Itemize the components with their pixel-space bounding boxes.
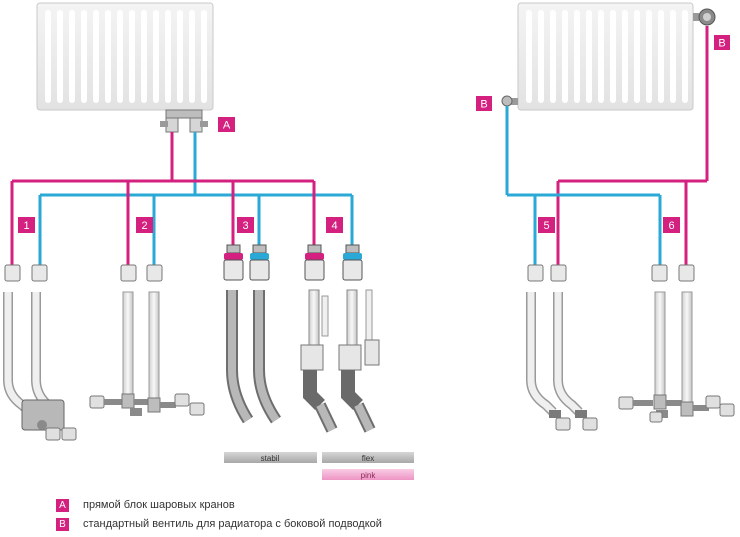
option-label-5-text: 5 [543, 220, 549, 232]
right-pipe-network [505, 26, 709, 265]
left-pipe-network [10, 132, 354, 265]
legend-key-b: B [56, 517, 69, 531]
fitting-set-5 [526, 264, 598, 431]
option-label-2: 2 [136, 217, 153, 233]
ball-valve-block-a [160, 109, 208, 133]
right-radiator [517, 2, 694, 111]
option-label-1-text: 1 [23, 220, 29, 232]
fitting-set-6 [618, 264, 735, 423]
option-label-5: 5 [538, 217, 555, 233]
option-label-2-text: 2 [141, 220, 147, 232]
fitting-set-3 [223, 244, 282, 424]
radiator-valve-top [693, 8, 716, 26]
legend-text-b: стандартный вентиль для радиатора с боко… [83, 518, 382, 530]
left-radiator [36, 2, 214, 111]
fitting-set-1 [3, 264, 77, 441]
option-label-6: 6 [663, 217, 680, 233]
option-label-3-text: 3 [242, 220, 248, 232]
option-label-1: 1 [18, 217, 35, 233]
legend-text-a: прямой блок шаровых кранов [83, 499, 235, 511]
product-bar-flex: flex [322, 452, 414, 463]
legend-key-a: A [56, 498, 69, 512]
product-bar-pink: pink [322, 469, 414, 480]
product-bar-stabil-text: stabil [261, 454, 280, 463]
legend-item-b: B стандартный вентиль для радиатора с бо… [56, 516, 382, 532]
fitting-set-4 [300, 244, 380, 433]
option-label-3: 3 [237, 217, 254, 233]
product-bar-flex-text: flex [362, 454, 374, 463]
option-label-6-text: 6 [668, 220, 674, 232]
option-label-4-text: 4 [331, 220, 337, 232]
product-bar-stabil: stabil [224, 452, 317, 463]
product-bar-pink-text: pink [361, 471, 377, 480]
valve-label-b-left-text: B [480, 99, 487, 111]
option-label-4: 4 [326, 217, 343, 233]
valve-label-a: A [218, 117, 235, 132]
valve-label-b-top: B [714, 35, 730, 50]
radiator-valve-bottom [501, 95, 518, 107]
valve-label-b-left: B [476, 96, 492, 111]
legend-item-a: A прямой блок шаровых кранов [56, 497, 235, 513]
valve-label-b-top-text: B [718, 38, 725, 50]
valve-label-a-text: A [223, 120, 231, 132]
fitting-set-2 [89, 264, 205, 416]
